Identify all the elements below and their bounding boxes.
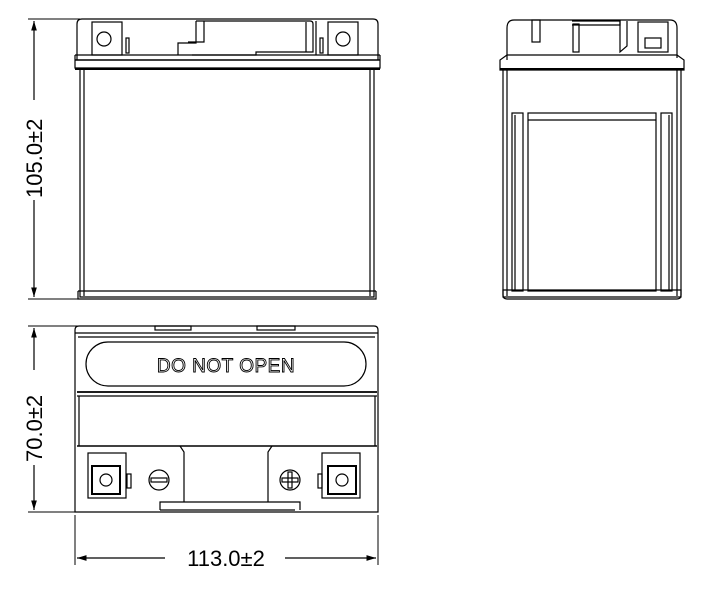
do-not-open-label: DO NOT OPEN	[157, 356, 295, 377]
depth-dimension: 70.0±2	[22, 325, 80, 513]
top-view	[74, 325, 379, 513]
width-dimension-label: 113.0±2	[187, 546, 265, 571]
width-dimension: 113.0±2	[74, 515, 379, 571]
height-dimension: 105.0±2	[22, 18, 80, 300]
side-view	[499, 19, 685, 300]
positive-terminal-icon	[279, 469, 301, 491]
depth-dimension-label: 70.0±2	[22, 395, 47, 462]
front-view	[74, 18, 381, 300]
height-dimension-label: 105.0±2	[22, 119, 47, 198]
negative-terminal-icon	[148, 469, 170, 491]
warning-label-plate	[85, 341, 367, 387]
